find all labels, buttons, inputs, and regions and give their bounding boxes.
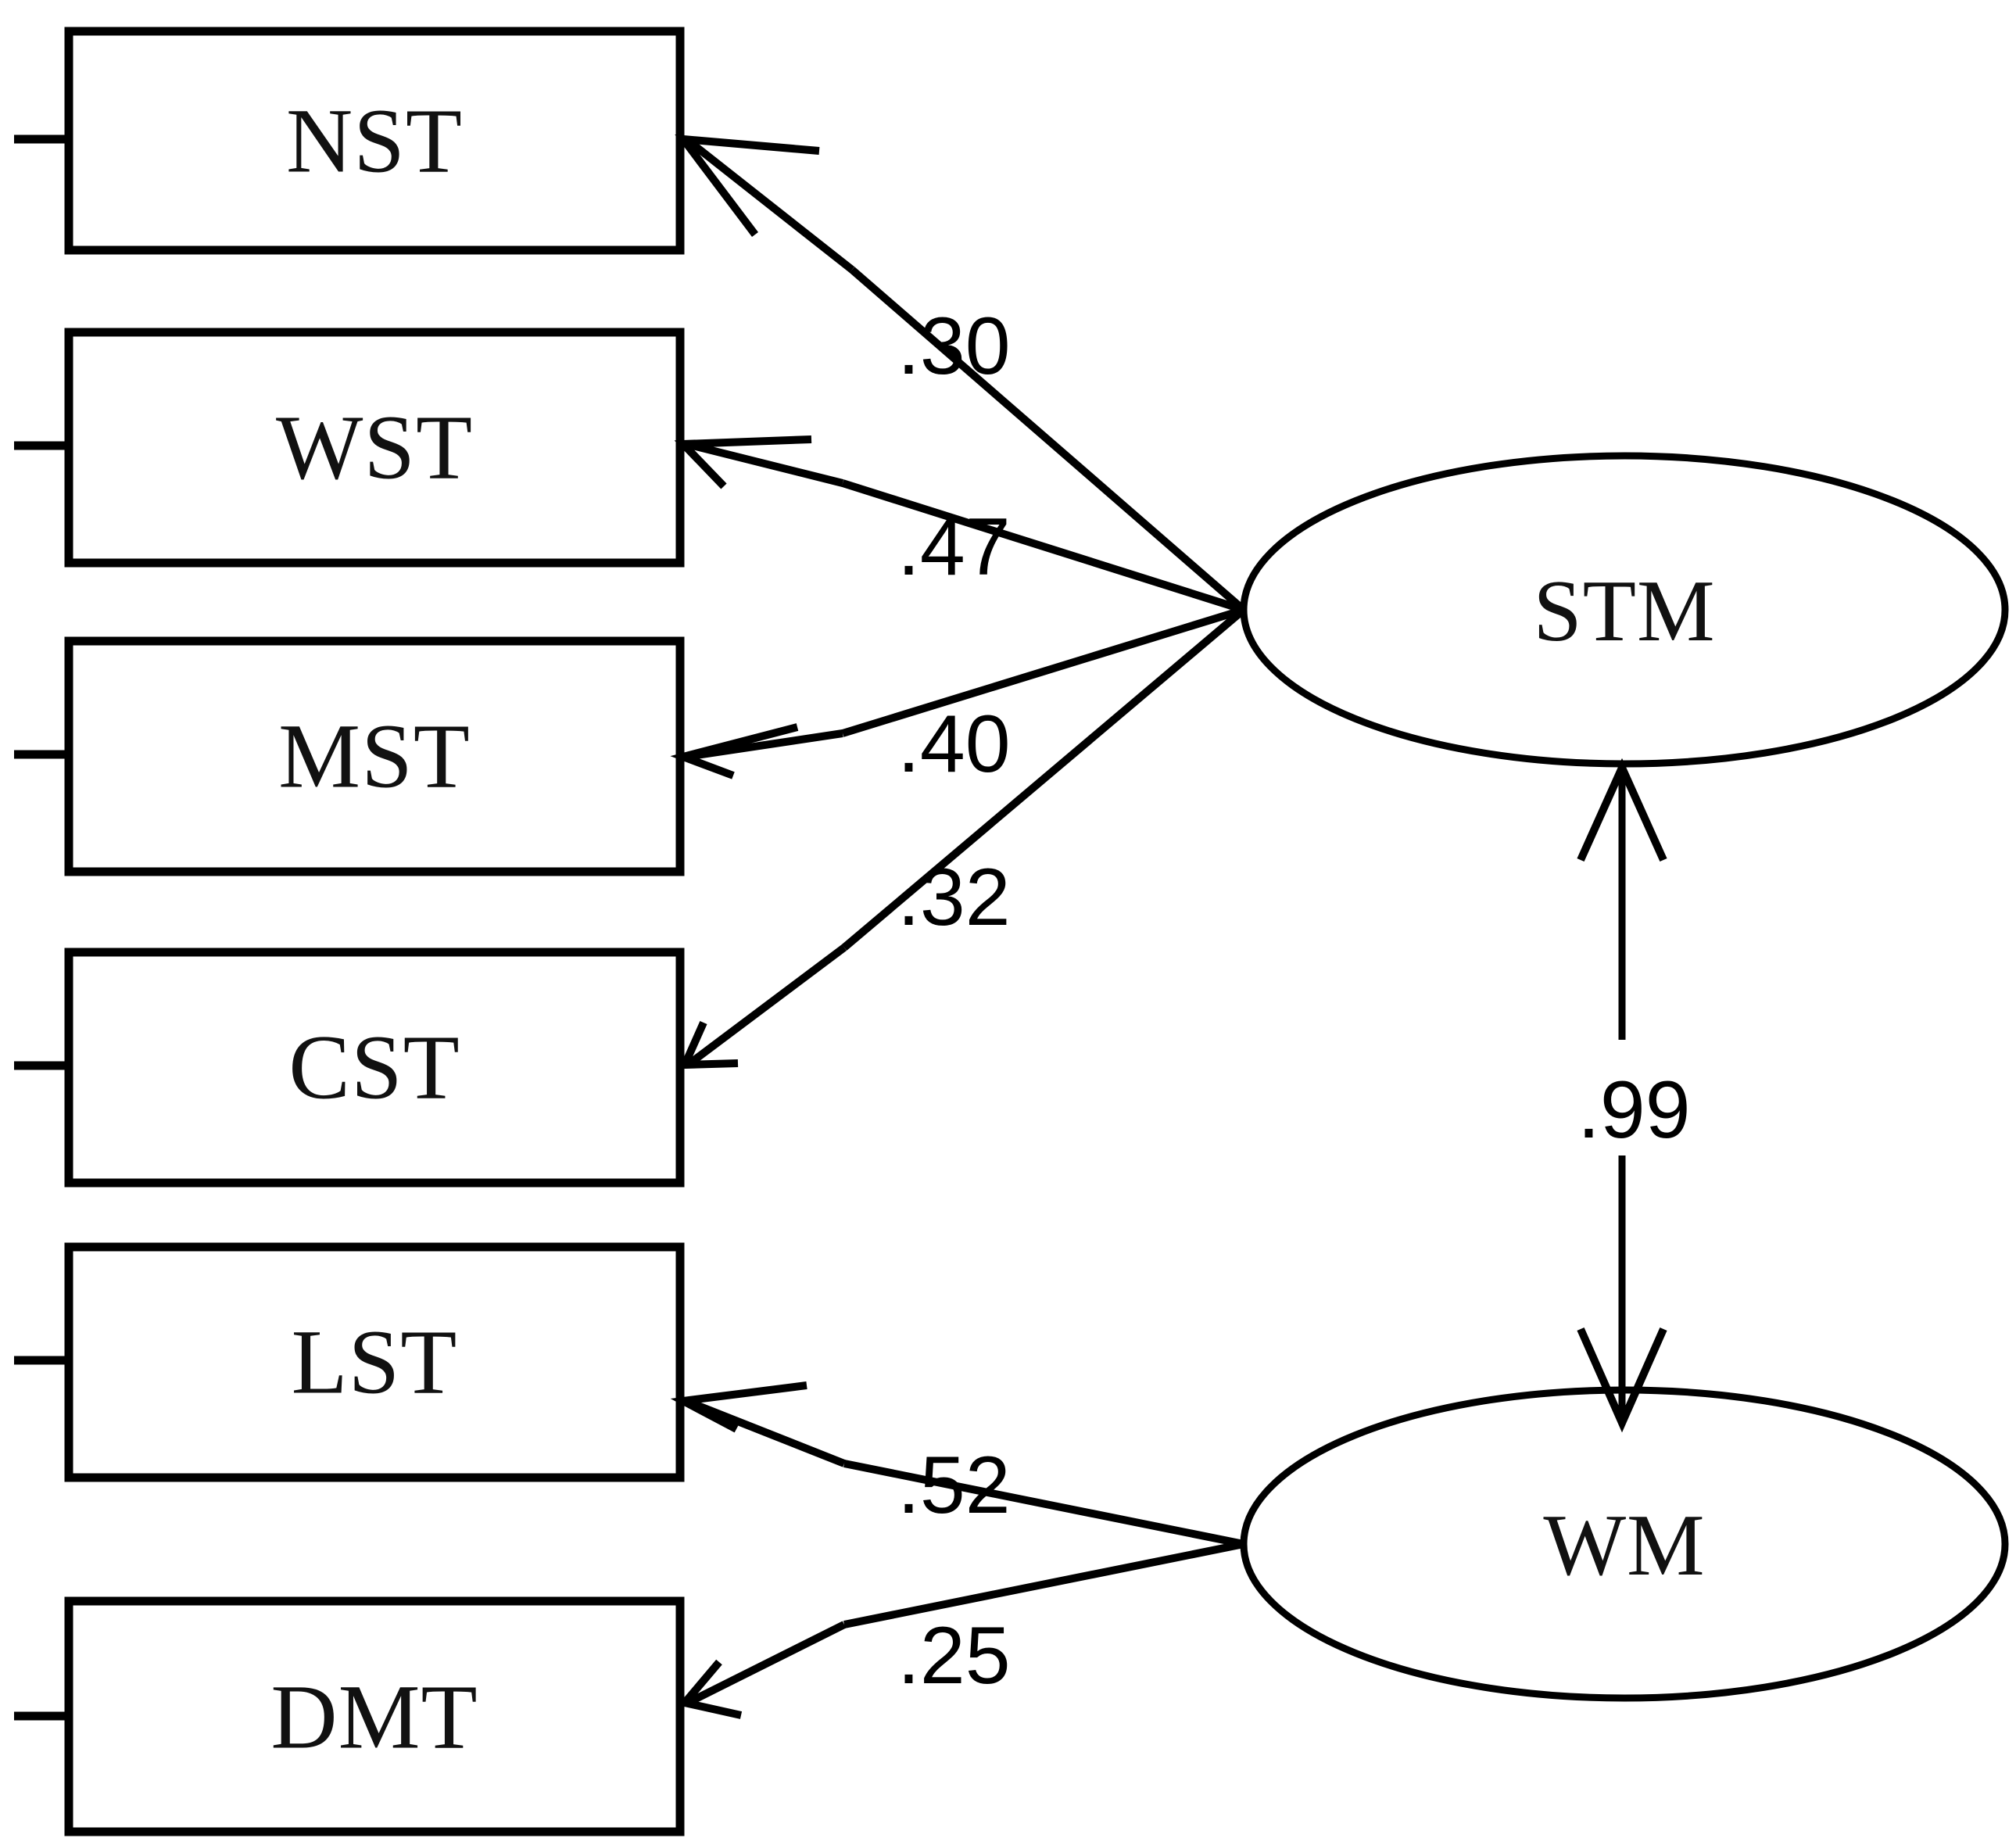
coefficient-label-wm-dmt: .25 <box>897 1610 1011 1701</box>
loading-connector-segments <box>683 136 855 1068</box>
loading-arrowheads <box>670 134 820 1719</box>
residual-stubs-group <box>14 134 72 1721</box>
loading-paths-stm <box>841 267 1247 951</box>
latent-label-wm: WM <box>1543 1497 1705 1594</box>
loading-path-stm-cst[interactable] <box>841 607 1247 951</box>
correlation-path-stm-wm[interactable] <box>1577 758 1667 1433</box>
arrowhead-correlation-down <box>1577 1327 1667 1433</box>
observed-box-nst[interactable] <box>64 27 685 255</box>
observed-box-dmt[interactable] <box>64 1596 685 1836</box>
loading-path-wm-lst[interactable] <box>843 1460 1244 1548</box>
coefficient-label-stm-mst: .40 <box>897 699 1011 790</box>
arrowhead-nst <box>675 134 820 238</box>
coefficient-label-stm-nst: .30 <box>897 301 1011 392</box>
observed-label-cst: CST <box>288 1016 460 1119</box>
loading-path-stm-nst[interactable] <box>849 267 1247 613</box>
observed-label-mst: MST <box>278 705 471 808</box>
coefficient-label-stm-cst: .32 <box>897 852 1011 943</box>
arrowhead-cst <box>679 1020 739 1069</box>
coefficient-label-wm-lst: .52 <box>897 1440 1011 1531</box>
arrowhead-mst <box>670 723 799 779</box>
latent-label-stm: STM <box>1533 563 1715 660</box>
observed-variable-boxes <box>64 27 685 1836</box>
arrowhead-lst <box>670 1381 807 1433</box>
observed-label-wst: WST <box>276 396 473 499</box>
observed-box-wst[interactable] <box>64 328 685 568</box>
loading-path-stm-mst[interactable] <box>841 606 1245 737</box>
arrowhead-dmt <box>677 1659 743 1719</box>
coefficient-label-stm-wst: .47 <box>897 502 1011 593</box>
observed-label-lst: LST <box>292 1311 458 1413</box>
observed-box-cst[interactable] <box>64 948 685 1188</box>
observed-label-nst: NST <box>286 90 463 192</box>
arrowhead-correlation-up <box>1577 758 1667 862</box>
observed-label-dmt: DMT <box>270 1666 478 1768</box>
connector-stm-nst <box>683 136 855 273</box>
observed-variable-labels: NST WST MST CST LST DMT <box>270 90 478 1768</box>
loading-paths-wm <box>685 1397 1244 1707</box>
loading-path-wm-dmt[interactable] <box>843 1540 1244 1628</box>
connector-stm-wst <box>685 440 844 487</box>
connector-wm-dmt <box>686 1621 847 1707</box>
coefficient-labels: .30 .47 .40 .32 .52 .25 .99 <box>897 301 1691 1701</box>
connector-wm-lst <box>685 1397 846 1467</box>
loading-path-stm-wst[interactable] <box>841 479 1245 614</box>
arrowhead-wst <box>674 435 812 489</box>
latent-factor-ellipses <box>1240 452 2009 1702</box>
connector-stm-cst <box>686 944 847 1068</box>
coefficient-label-correlation: .99 <box>1577 1065 1691 1155</box>
observed-box-lst[interactable] <box>64 1242 685 1482</box>
latent-factor-labels: STM WM <box>1533 563 1715 1594</box>
